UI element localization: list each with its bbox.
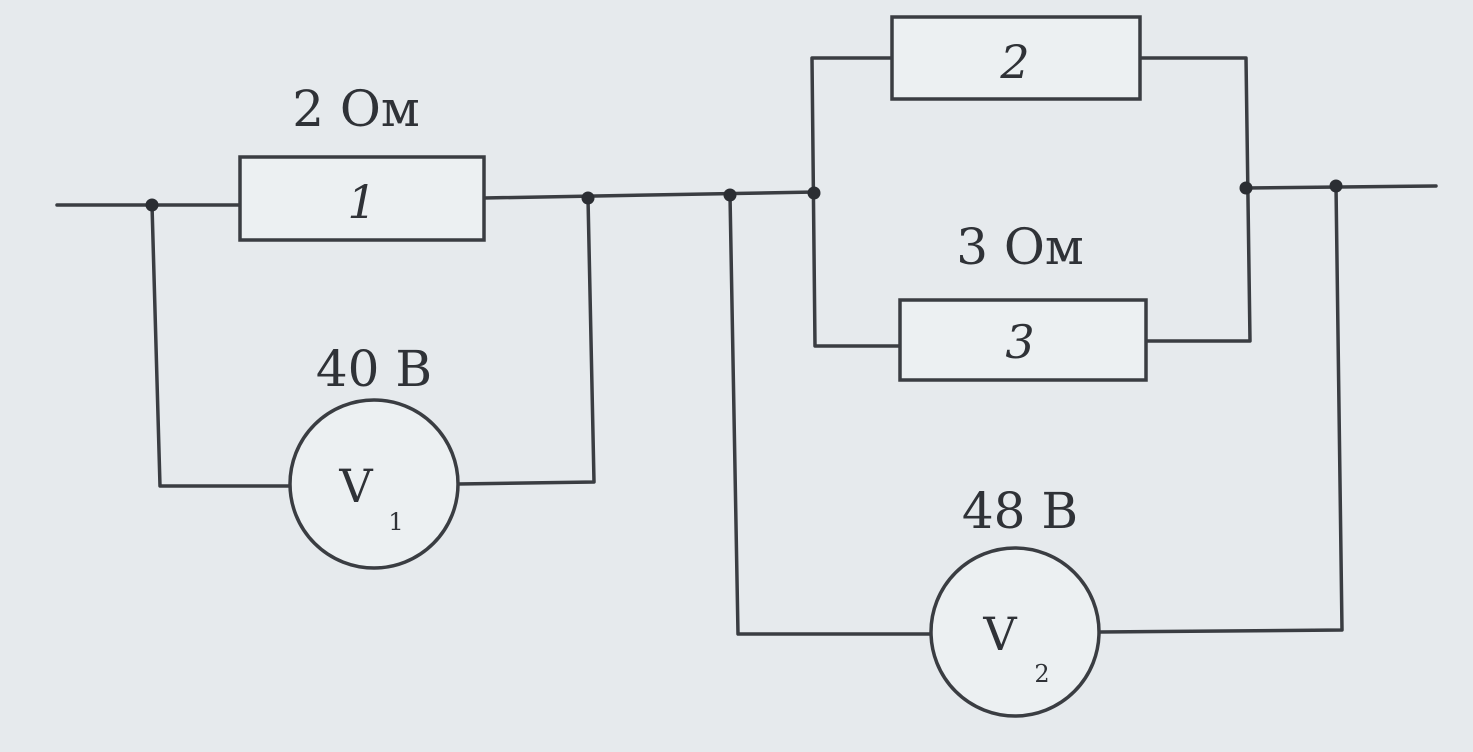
voltmeter-1-reading: 40 В xyxy=(316,340,432,398)
voltmeter-2 xyxy=(929,546,1101,718)
resistor-1-index: 1 xyxy=(347,175,376,229)
voltmeter-1-subscript: 1 xyxy=(388,508,403,536)
resistor-2 xyxy=(890,15,1142,101)
v2-loop-wire xyxy=(728,184,1344,636)
resistor-1-value: 2 Ом xyxy=(292,80,420,138)
junction-node xyxy=(723,188,737,202)
voltmeter-1 xyxy=(288,398,460,570)
resistor-2-index: 2 xyxy=(999,35,1029,89)
junction-node xyxy=(807,186,821,200)
main-wire-middle xyxy=(482,190,817,200)
branch-right-wire xyxy=(1138,56,1252,343)
voltmeter-2-subscript: 2 xyxy=(1034,660,1049,688)
v1-loop-wire xyxy=(150,196,596,488)
branch-left-wire xyxy=(810,56,902,348)
resistor-1 xyxy=(238,155,486,242)
junction-node xyxy=(1329,179,1343,193)
resistor-3 xyxy=(898,298,1148,382)
voltmeter-2-reading: 48 В xyxy=(962,482,1078,540)
junction-node xyxy=(145,198,159,212)
resistor-3-value: 3 Ом xyxy=(956,218,1084,276)
junction-node xyxy=(581,191,595,205)
voltmeter-2-letter: V xyxy=(982,607,1017,661)
junction-node xyxy=(1239,181,1253,195)
voltmeter-1-letter: V xyxy=(338,459,373,513)
resistor-3-index: 3 xyxy=(1005,315,1034,369)
